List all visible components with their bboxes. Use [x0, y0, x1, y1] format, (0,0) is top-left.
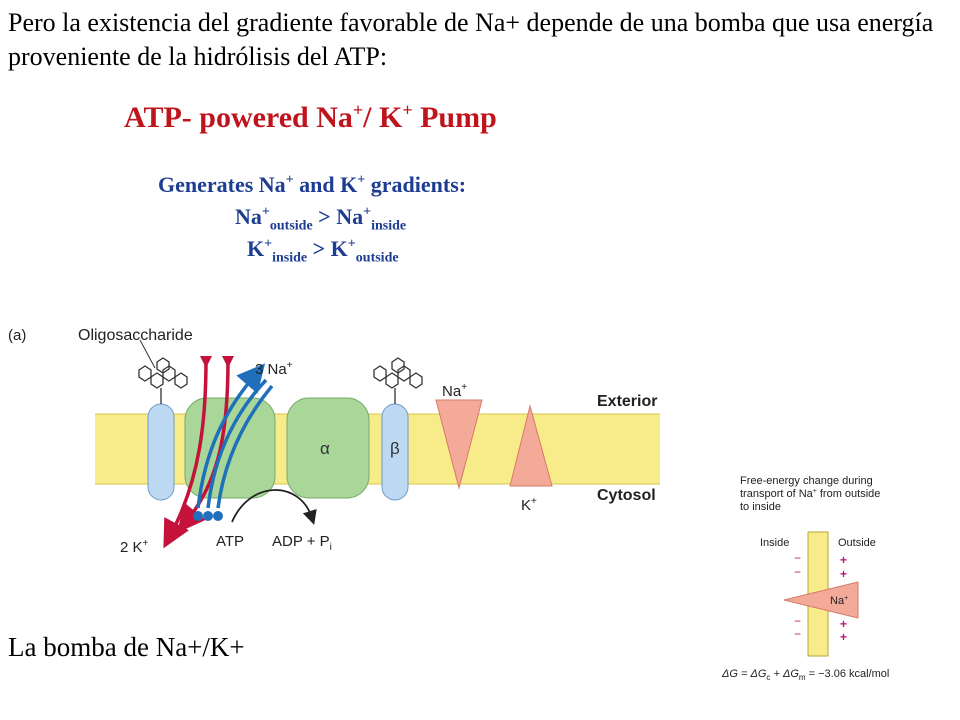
k-ion-top-2	[222, 356, 234, 368]
heading-part-b: and K	[293, 172, 358, 197]
free-energy-panel: Free-energy change during transport of N…	[721, 475, 889, 682]
energy-na-label: Na+	[830, 595, 848, 607]
atp-hydrolysis-arrow	[231, 489, 317, 525]
gradient-line-k: K+inside > K+outside	[247, 236, 399, 266]
two-k-plus: +	[143, 538, 149, 549]
footer-text: La bomba de Na+/K+	[8, 632, 245, 662]
na-channel-text: Na	[442, 383, 462, 400]
plus-sign-2: +	[840, 567, 847, 581]
oligosaccharide-leader	[139, 339, 156, 369]
title-end: Pump	[412, 101, 497, 134]
eq-part-a: ΔG = ΔG	[721, 668, 767, 680]
na-ion-2	[203, 511, 213, 521]
alpha-subunit-left	[184, 397, 276, 499]
adp-label: ADP + Pi	[272, 533, 332, 553]
na-ion-3	[213, 511, 223, 521]
heading-part-c: gradients:	[365, 172, 467, 197]
heading-sup2: +	[357, 172, 366, 188]
three-na-text: 3 Na	[255, 361, 287, 378]
minus-sign-2: −	[794, 565, 801, 579]
heading-sup1: +	[285, 172, 294, 188]
atp-label: ATP	[216, 533, 244, 550]
line2-sup1: +	[264, 236, 273, 252]
gradient-line-na: Na+outside > Na+inside	[235, 204, 406, 234]
caption-from-outside: from outside	[820, 488, 881, 500]
two-k-text: 2 K	[120, 539, 143, 556]
line2-sub2: outside	[355, 250, 399, 266]
minus-sign-4: −	[794, 627, 801, 641]
line1-sup1: +	[261, 204, 270, 220]
heading-part-a: Generates Na	[158, 172, 286, 197]
na-channel-plus: +	[461, 382, 467, 393]
oligosaccharide-label: Oligosaccharide	[78, 327, 193, 344]
three-na-label: 3 Na+	[255, 360, 293, 378]
title-sup1: +	[352, 100, 364, 120]
plus-sign-1: +	[840, 553, 847, 567]
adp-sub: i	[330, 542, 332, 553]
gradients-heading: Generates Na+ and K+ gradients:	[158, 172, 466, 198]
two-k-label: 2 K+	[120, 538, 149, 556]
eq-sub-c: c	[766, 673, 770, 682]
line1-sup2: +	[363, 204, 372, 220]
title-main: ATP- powered Na	[124, 101, 353, 134]
na-arrow-3	[216, 384, 274, 509]
energy-caption-line2: transport of Na+from outside	[740, 488, 880, 500]
eq-part-b: + ΔG	[770, 668, 799, 680]
three-na-plus: +	[287, 360, 293, 371]
energy-na-sup: +	[844, 595, 848, 602]
cytosol-label: Cytosol	[597, 487, 656, 504]
membrane	[95, 414, 660, 484]
title-mid: / K	[363, 101, 403, 134]
na-ion-1	[193, 511, 203, 521]
energy-caption-line3: to inside	[740, 501, 781, 513]
alpha-subunit-right	[286, 397, 370, 499]
alpha-label: α	[320, 439, 330, 458]
oligosaccharide-left	[138, 357, 188, 404]
line1-sub2: inside	[371, 218, 407, 234]
energy-caption-line1: Free-energy change during	[740, 475, 873, 487]
na-channel-label: Na+	[442, 382, 467, 400]
line1-ion2: Na	[336, 204, 364, 229]
energy-na-wedge	[783, 581, 859, 619]
k-gradient-triangle	[509, 404, 553, 487]
eq-part-d: = −3.06 kcal/mol	[806, 668, 890, 680]
k-channel-label: K+	[521, 496, 537, 514]
energy-na-text: Na	[830, 595, 845, 607]
na-arrow-2	[206, 378, 268, 509]
line1-ion1: Na	[235, 204, 262, 229]
caption-na-sup: +	[813, 488, 817, 495]
free-energy-equation: ΔG = ΔGc + ΔGm = −3.06 kcal/mol	[721, 668, 889, 682]
left-beta-subunit	[147, 403, 175, 501]
k-channel-plus: +	[531, 496, 537, 507]
line2-operator: >	[307, 236, 331, 261]
line2-sup2: +	[347, 236, 356, 252]
line2-ion1: K	[247, 236, 265, 261]
caption-na-text: transport of Na	[740, 488, 814, 500]
title-sup2: +	[402, 100, 413, 120]
beta-label: β	[390, 439, 400, 458]
exterior-label: Exterior	[597, 393, 657, 410]
minus-sign-1: −	[794, 551, 801, 565]
inside-label: Inside	[760, 537, 789, 549]
eq-sub-m: m	[799, 673, 806, 682]
slide-title: ATP- powered Na+/ K+ Pump	[124, 100, 497, 135]
k-ion-top-1	[200, 356, 212, 368]
na-arrow-1	[196, 363, 266, 509]
panel-label: (a)	[8, 327, 26, 344]
plus-sign-3: +	[840, 617, 847, 631]
na-gradient-triangle	[435, 399, 483, 490]
outside-label: Outside	[838, 537, 876, 549]
line1-sub1: outside	[269, 218, 313, 234]
line2-ion2: K	[330, 236, 348, 261]
plus-sign-4: +	[840, 630, 847, 644]
k-channel-text: K	[521, 497, 531, 514]
oligosaccharide-right	[373, 357, 423, 404]
pump-diagram: (a) Oligosaccharide 3 Na+ 2 K+ α β Na+ K…	[8, 327, 660, 556]
minus-sign-3: −	[794, 614, 801, 628]
intro-text: Pero la existencia del gradiente favorab…	[8, 8, 934, 71]
line1-operator: >	[312, 204, 337, 229]
line2-sub1: inside	[272, 250, 308, 266]
adp-text: ADP + P	[272, 533, 330, 550]
